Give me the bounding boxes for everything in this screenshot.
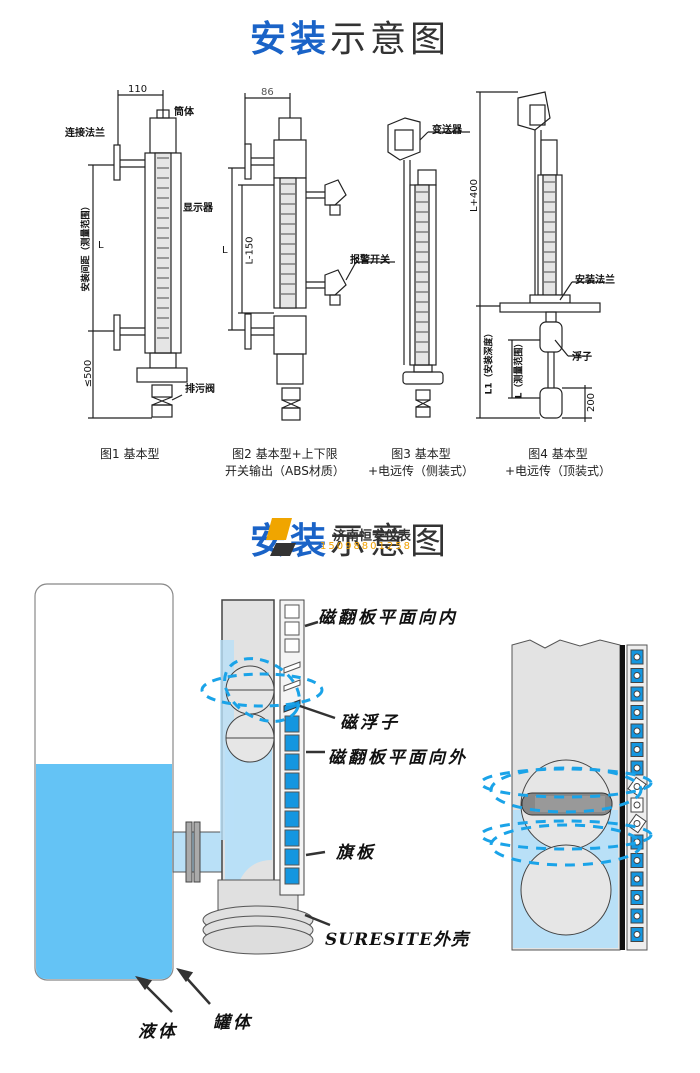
label-drain: 排污阀 (185, 384, 215, 395)
tank (34, 583, 174, 981)
magnetic-field-lines-1 (200, 657, 324, 723)
detail-flap-magnet (633, 653, 641, 661)
figure-3-drawing (387, 117, 470, 418)
callout-arrows (135, 620, 336, 1013)
figure-2-drawing (228, 93, 395, 421)
title-rest: 示意图 (330, 19, 451, 60)
flap-outward (284, 867, 300, 885)
label-body: 筒体 (174, 107, 194, 118)
caption-figure-4: 图4 基本型 +电远传（顶装式） (505, 447, 612, 478)
watermark-text: 济南恒安仪表 (333, 529, 412, 544)
label-liquid: 液体 (138, 1022, 178, 1042)
flap-outward (284, 772, 300, 790)
label-mount-flange: 安装法兰 (575, 275, 615, 286)
detail-flap-magnet (633, 727, 641, 735)
detail-flap-magnet (633, 764, 641, 772)
technical-drawings (88, 90, 605, 422)
detail-flap-magnet (633, 801, 641, 809)
magnetic-field-lines-2 (479, 766, 653, 867)
label-tank: 罐体 (213, 1013, 253, 1033)
dim-86: 86 (261, 87, 274, 98)
detail-flap-magnet (633, 875, 641, 883)
detail-flap-magnet (633, 894, 641, 901)
caption-figure-3: 图3 基本型 +电远传（侧装式） (368, 447, 475, 478)
label-alarm-switch: 报警开关 (350, 255, 390, 266)
dim-L-fig1: L (98, 240, 104, 251)
detail-flap-magnet (633, 690, 641, 698)
caption-figure-1: 图1 基本型 (100, 447, 160, 461)
figure-1-drawing (88, 90, 188, 419)
fig1-scale (157, 157, 169, 339)
flap-outward (284, 829, 300, 847)
detail-view (511, 639, 648, 951)
flap-outward (284, 753, 300, 771)
detail-flap-magnet (633, 857, 641, 864)
watermark-phone: 15098801258 (320, 541, 412, 552)
label-flap-inward: 磁翻板平面向内 (318, 608, 458, 628)
section-title-1: 安装示意图 (0, 10, 700, 62)
flap-outward (284, 791, 300, 809)
flap-outward (284, 734, 300, 752)
detail-flap-magnet (633, 931, 641, 938)
flap-outward (284, 810, 300, 828)
label-flange: 连接法兰 (65, 128, 105, 139)
label-flag-plate: 旗板 (336, 843, 376, 863)
label-magnetic-float: 磁浮子 (340, 713, 400, 733)
label-indicator: 显示器 (183, 203, 213, 214)
float-chamber (202, 599, 314, 955)
label-shell: SURESITE外壳 (325, 930, 470, 950)
flap-outward (284, 715, 300, 733)
section-title-2: 安装示意图 (0, 512, 700, 564)
title-highlight: 安装 (249, 19, 330, 60)
detail-flap-magnet (633, 783, 641, 790)
detail-flap-magnet (633, 672, 641, 679)
detail-flap-magnet (633, 820, 641, 827)
side-pipe (172, 821, 224, 883)
figure-4-drawing (476, 91, 605, 422)
caption-figure-2: 图2 基本型+上下限 开关输出（ABS材质） (225, 447, 345, 478)
dim-110: 110 (128, 84, 148, 95)
detail-flap-magnet (633, 709, 641, 716)
label-flap-outward: 磁翻板平面向外 (328, 748, 468, 768)
flap-indicator (279, 599, 305, 896)
dim-L-fig2: L (222, 245, 228, 256)
detail-flap-magnet (633, 912, 641, 920)
tank-liquid (36, 764, 172, 979)
detail-flap-magnet (633, 746, 641, 753)
label-float: 浮子 (572, 352, 592, 363)
title-rest: 示意图 (330, 521, 451, 562)
label-transmitter: 变送器 (432, 125, 462, 136)
flap-outward (284, 848, 300, 866)
